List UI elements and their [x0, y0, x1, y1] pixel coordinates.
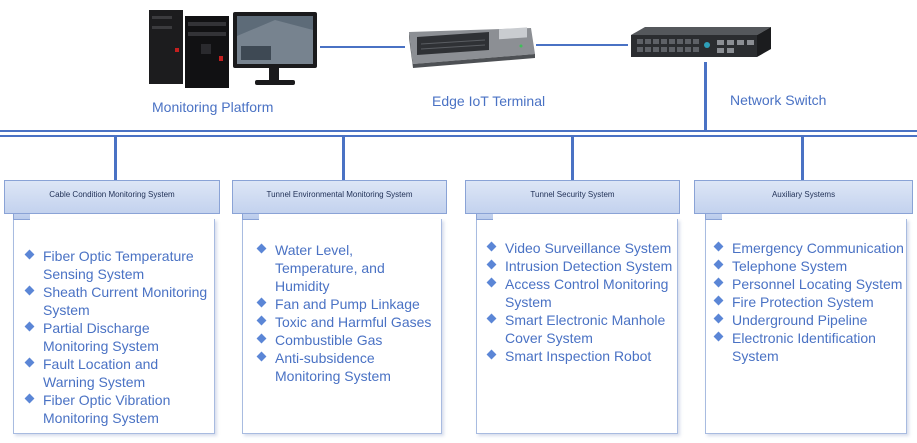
list-item: Sheath Current Monitoring System: [24, 283, 213, 319]
tab-notch-security: [476, 211, 493, 220]
link-switch-bus: [704, 62, 707, 132]
system-title: Tunnel Security System: [530, 190, 615, 199]
item-list-security: Video Surveillance System Intrusion Dete…: [486, 239, 675, 365]
diamond-bullet-icon: [486, 241, 497, 252]
list-item: Intrusion Detection System: [486, 257, 675, 275]
diamond-bullet-icon: [256, 243, 267, 254]
item-list-cable: Fiber Optic Temperature Sensing System S…: [24, 247, 213, 427]
list-item: Toxic and Harmful Gases: [256, 313, 439, 331]
drop-line-2: [342, 136, 345, 180]
tab-notch-auxiliary: [705, 211, 722, 220]
diamond-bullet-icon: [713, 241, 724, 252]
list-item: Fault Location and Warning System: [24, 355, 213, 391]
diamond-bullet-icon: [256, 297, 267, 308]
diamond-bullet-icon: [713, 277, 724, 288]
diamond-bullet-icon: [256, 333, 267, 344]
item-list-auxiliary: Emergency Communication Telephone System…: [713, 239, 904, 365]
list-item: Electronic Identification System: [713, 329, 904, 365]
drop-line-3: [571, 136, 574, 180]
list-item: Combustible Gas: [256, 331, 439, 349]
tab-notch-cable: [13, 211, 30, 220]
list-item: Fire Protection System: [713, 293, 904, 311]
list-item: Video Surveillance System: [486, 239, 675, 257]
diamond-bullet-icon: [713, 313, 724, 324]
diamond-bullet-icon: [24, 357, 35, 368]
list-item: Access Control Monitoring System: [486, 275, 675, 311]
diamond-bullet-icon: [713, 259, 724, 270]
edge-terminal-icon: [409, 27, 535, 68]
drop-line-1: [114, 136, 117, 180]
diamond-bullet-icon: [24, 321, 35, 332]
monitoring-platform-label: Monitoring Platform: [152, 99, 274, 115]
diamond-bullet-icon: [713, 331, 724, 342]
system-tab-security: Tunnel Security System: [465, 180, 680, 214]
list-item: Fan and Pump Linkage: [256, 295, 439, 313]
diamond-bullet-icon: [24, 285, 35, 296]
diamond-bullet-icon: [256, 351, 267, 362]
list-item: Anti-subsidence Monitoring System: [256, 349, 439, 385]
network-switch-label: Network Switch: [730, 92, 827, 108]
diamond-bullet-icon: [486, 259, 497, 270]
edge-terminal-label: Edge IoT Terminal: [432, 93, 546, 109]
diamond-bullet-icon: [486, 313, 497, 324]
system-tab-environment: Tunnel Environmental Monitoring System: [232, 180, 447, 214]
workstation-icon: [149, 10, 317, 88]
list-item: Smart Electronic Manhole Cover System: [486, 311, 675, 347]
drop-line-4: [801, 136, 804, 180]
tab-notch-environment: [242, 211, 259, 220]
main-bus-line-lower: [0, 135, 917, 137]
system-panel-environment: [242, 219, 442, 434]
system-title: Cable Condition Monitoring System: [49, 190, 175, 199]
list-item: Telephone System: [713, 257, 904, 275]
system-panel-cable: [13, 219, 215, 434]
link-edge-switch: [536, 44, 628, 46]
system-title: Tunnel Environmental Monitoring System: [266, 190, 413, 199]
list-item: Personnel Locating System: [713, 275, 904, 293]
list-item: Fiber Optic Temperature Sensing System: [24, 247, 213, 283]
link-platform-edge: [320, 46, 405, 48]
system-tab-auxiliary: Auxiliary Systems: [694, 180, 913, 214]
main-bus-line: [0, 130, 917, 132]
diamond-bullet-icon: [713, 295, 724, 306]
diamond-bullet-icon: [256, 315, 267, 326]
system-title: Auxiliary Systems: [771, 190, 836, 199]
network-switch-icon: [631, 27, 771, 57]
diamond-bullet-icon: [486, 349, 497, 360]
list-item: Underground Pipeline: [713, 311, 904, 329]
item-list-environment: Water Level, Temperature, and Humidity F…: [256, 241, 439, 385]
diamond-bullet-icon: [486, 277, 497, 288]
diamond-bullet-icon: [24, 393, 35, 404]
list-item: Smart Inspection Robot: [486, 347, 675, 365]
system-panel-security: [476, 219, 678, 434]
system-panel-auxiliary: [705, 219, 907, 434]
list-item: Emergency Communication: [713, 239, 904, 257]
list-item: Partial Discharge Monitoring System: [24, 319, 213, 355]
list-item: Fiber Optic Vibration Monitoring System: [24, 391, 213, 427]
list-item: Water Level, Temperature, and Humidity: [256, 241, 439, 295]
diamond-bullet-icon: [24, 249, 35, 260]
system-tab-cable: Cable Condition Monitoring System: [4, 180, 220, 214]
